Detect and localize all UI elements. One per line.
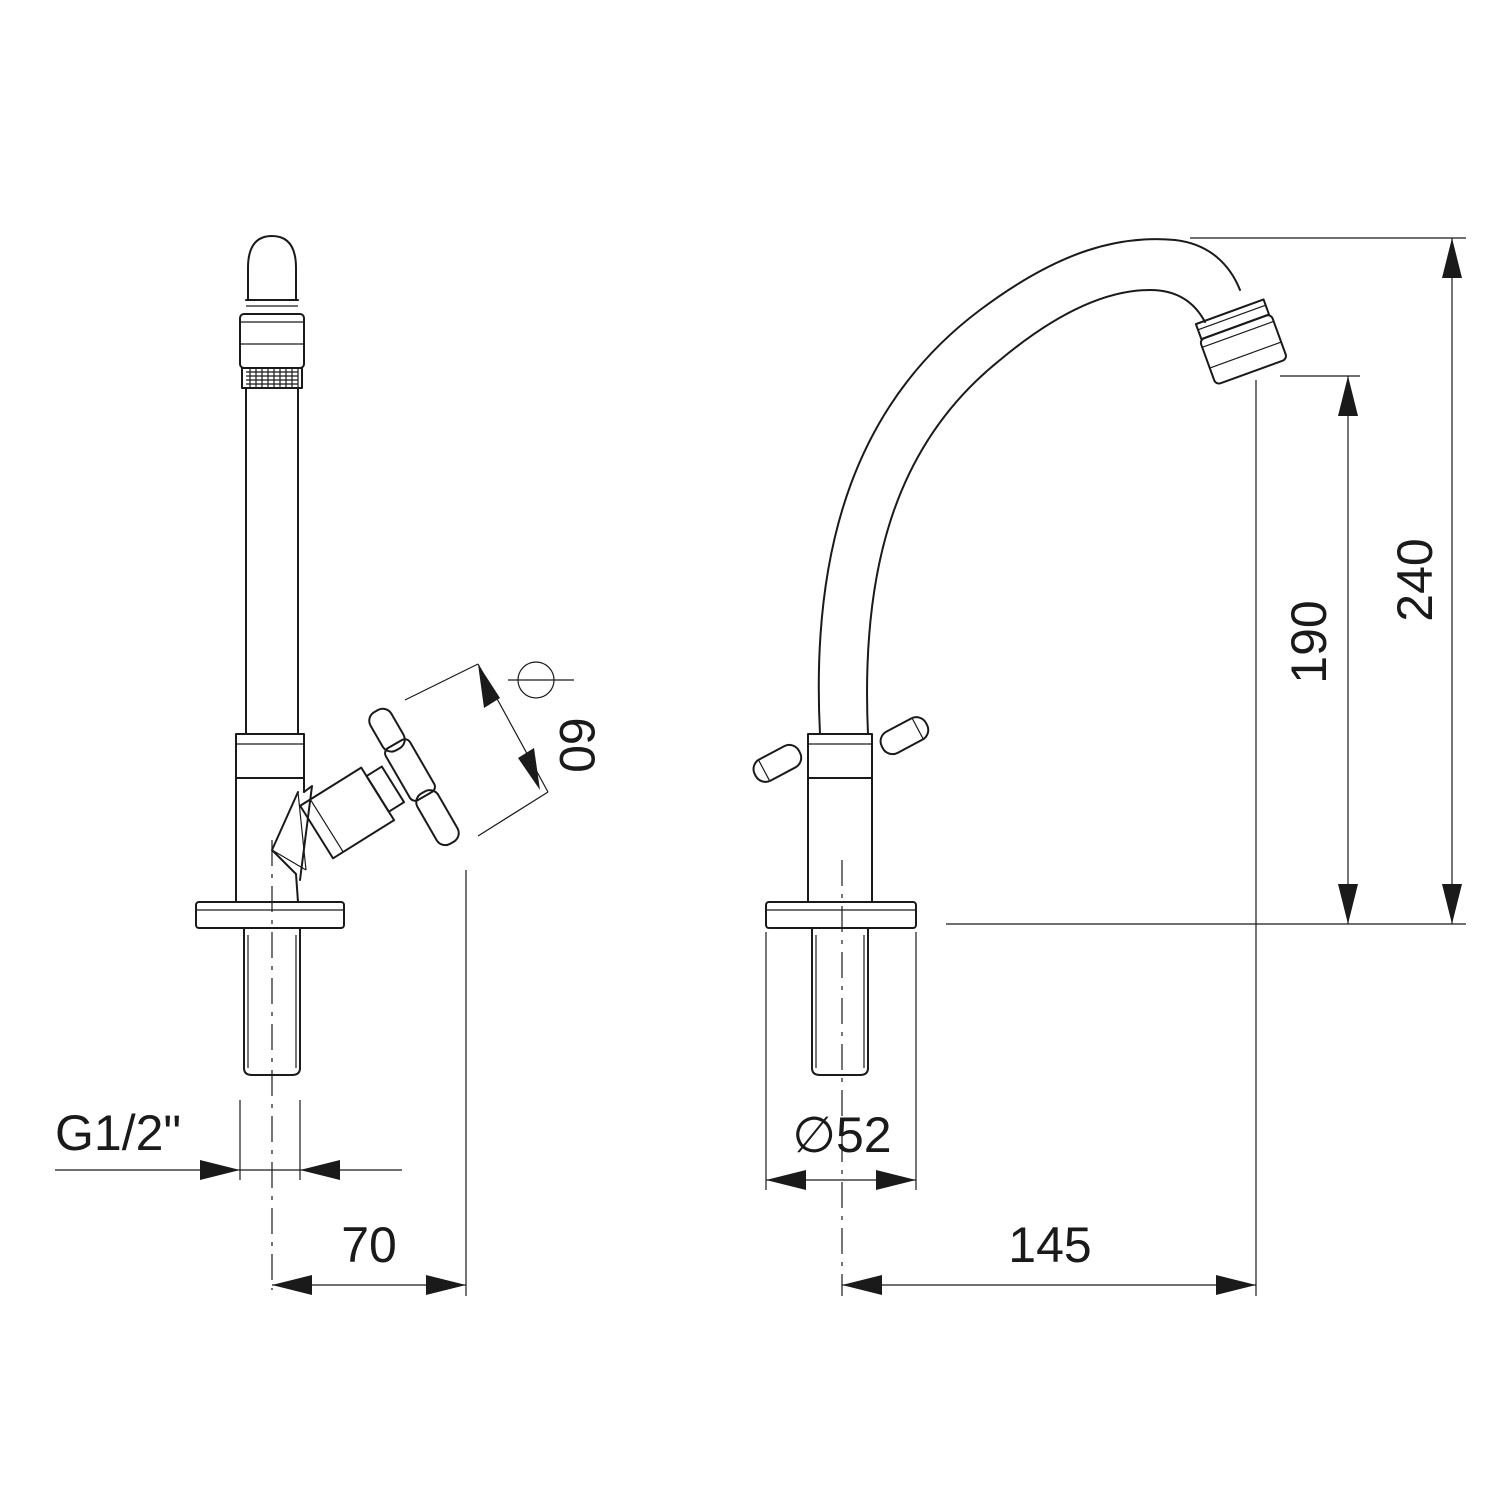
dim-outlet-height-label: 190 — [1281, 600, 1337, 683]
side-aerator-cap — [247, 235, 297, 301]
side-flange — [195, 901, 345, 929]
side-valve-cone — [271, 785, 313, 903]
dim-handle-swing-label: 60 — [549, 717, 605, 773]
front-handle-right — [879, 716, 930, 756]
front-flange — [765, 901, 917, 929]
front-spout-outer — [817, 238, 1241, 735]
dim-total-height: 240 — [1190, 237, 1466, 924]
side-handle — [368, 707, 460, 847]
dim-side-offset-label: 70 — [341, 1217, 397, 1273]
front-body-collar — [807, 733, 873, 779]
side-view — [195, 235, 460, 1290]
dim-flange-diameter: ∅52 — [765, 932, 917, 1190]
dim-handle-swing: 60 — [404, 661, 605, 837]
side-valve-body — [299, 765, 406, 860]
front-view — [752, 238, 1287, 1296]
dim-outlet-height: 190 — [946, 375, 1466, 925]
dim-thread-label: G1/2" — [55, 1105, 181, 1161]
dim-spout-reach: 145 — [842, 380, 1257, 1296]
front-spout-inner — [866, 289, 1206, 735]
front-aerator — [1194, 298, 1287, 385]
side-aerator-mesh — [241, 367, 303, 389]
front-handle-left — [752, 743, 803, 783]
side-body-collar — [235, 733, 305, 779]
dim-thread: G1/2" — [55, 1100, 402, 1180]
dim-flange-diameter-label: ∅52 — [792, 1107, 891, 1163]
dim-side-offset: 70 — [272, 870, 467, 1296]
dim-spout-reach-label: 145 — [1008, 1217, 1091, 1273]
dim-total-height-label: 240 — [1387, 538, 1443, 621]
